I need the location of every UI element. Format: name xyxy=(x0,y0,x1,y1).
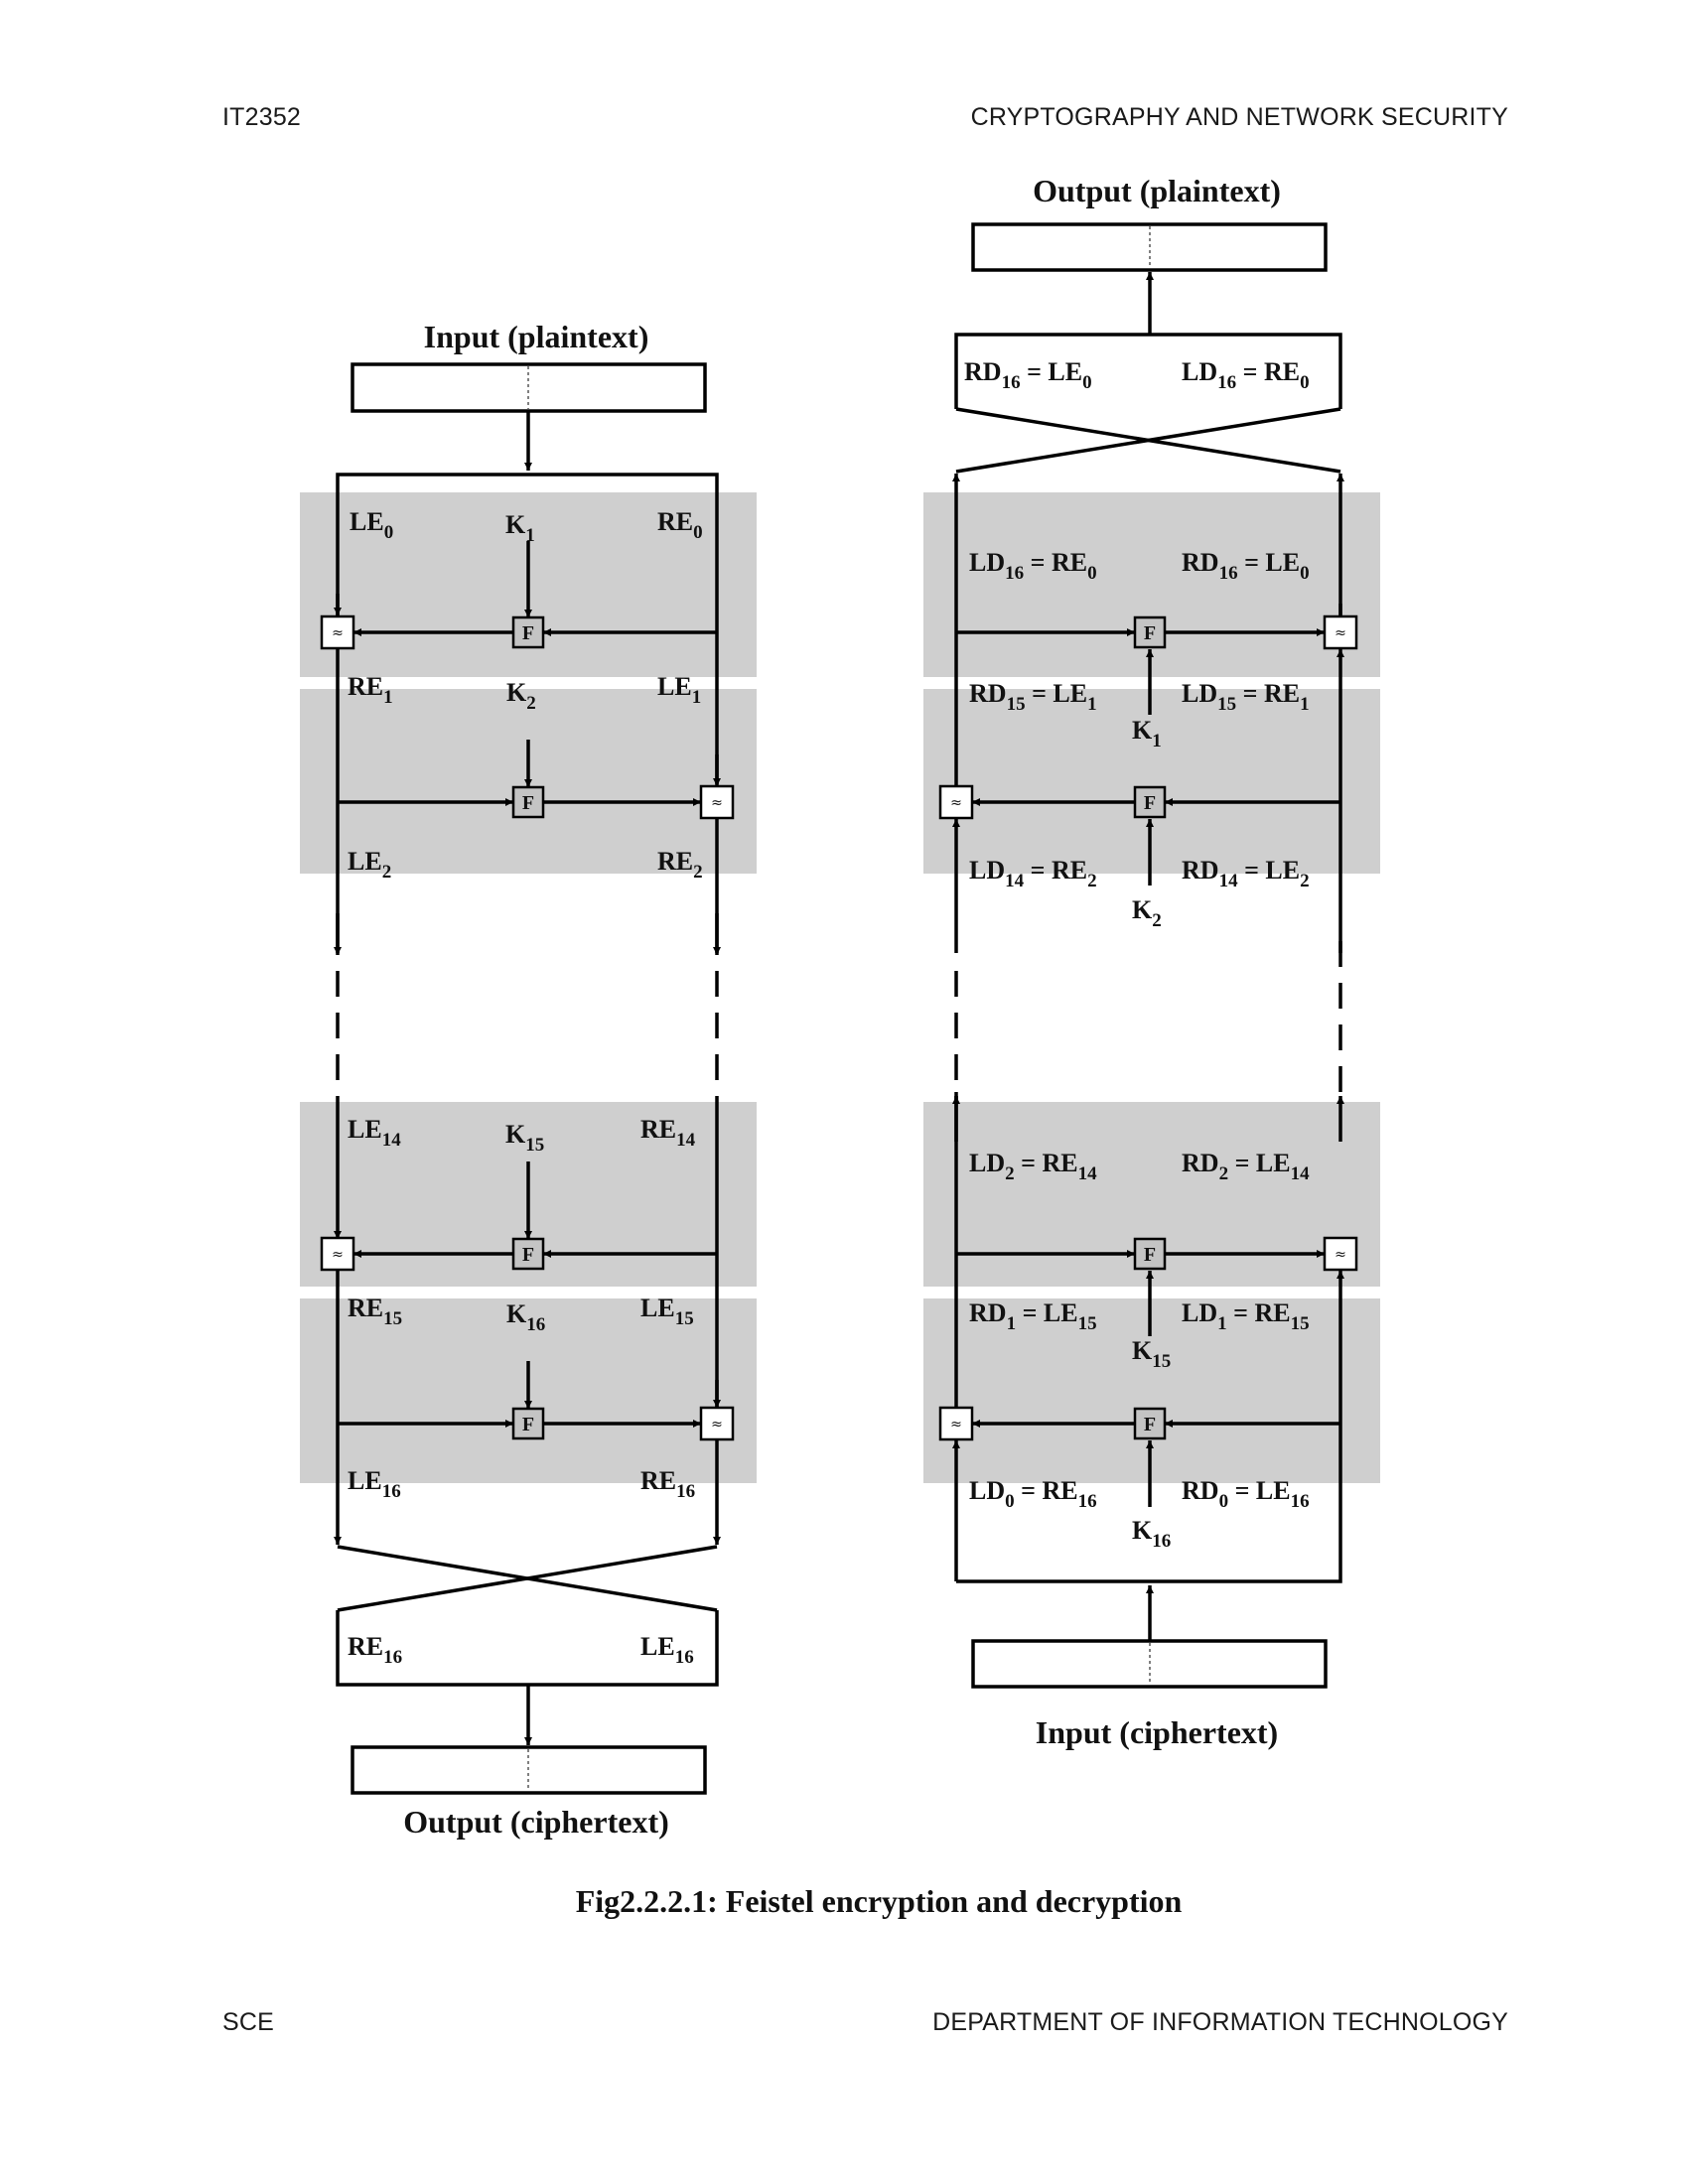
dec-round-band xyxy=(923,1298,1380,1483)
f-function-box: F xyxy=(1133,1237,1167,1271)
f-label: F xyxy=(1144,622,1156,644)
round-bands xyxy=(300,492,1380,1483)
f-function-box: F xyxy=(511,1237,545,1271)
round-label: RE16 xyxy=(348,1632,402,1668)
f-function-box: F xyxy=(511,615,545,649)
round-label: K1 xyxy=(1132,716,1162,751)
encryption-flow xyxy=(334,362,721,1795)
round-label: LD16 = RE0 xyxy=(1182,357,1310,393)
decryption-flow xyxy=(952,222,1344,1689)
xor-symbol: ≈ xyxy=(1335,1247,1346,1263)
round-label: K1 xyxy=(505,510,535,546)
f-label: F xyxy=(522,792,534,814)
f-function-box: F xyxy=(511,785,545,819)
round-label: LD2 = RE14 xyxy=(969,1149,1097,1184)
header-course-code: IT2352 xyxy=(222,103,302,131)
round-label: RD0 = LE16 xyxy=(1182,1476,1310,1512)
round-label: RD14 = LE2 xyxy=(1182,856,1310,891)
header-course-title: CRYPTOGRAPHY AND NETWORK SECURITY xyxy=(970,103,1508,131)
xor-symbol: ≈ xyxy=(332,1247,344,1263)
f-function-box: F xyxy=(1133,785,1167,819)
xor-symbol: ≈ xyxy=(950,795,962,811)
round-label: RD15 = LE1 xyxy=(969,679,1097,715)
round-label: RE16 xyxy=(640,1466,695,1502)
round-label: LE15 xyxy=(640,1294,694,1329)
round-label: RE2 xyxy=(657,847,703,883)
round-label: LE16 xyxy=(640,1632,694,1668)
f-function-box: F xyxy=(1133,615,1167,649)
round-label: LE14 xyxy=(348,1115,401,1151)
round-label: K2 xyxy=(1132,895,1162,931)
xor-box: ≈ xyxy=(699,1406,735,1441)
encryption-boxes: F F F F ≈ ≈ ≈ ≈ xyxy=(320,614,735,1441)
xor-symbol: ≈ xyxy=(332,625,344,641)
dec-round-band xyxy=(923,689,1380,874)
round-label: LE0 xyxy=(350,507,393,543)
round-label: LE1 xyxy=(657,672,701,708)
round-label: LD0 = RE16 xyxy=(969,1476,1097,1512)
xor-symbol: ≈ xyxy=(950,1417,962,1433)
f-label: F xyxy=(522,1414,534,1435)
round-label: LD15 = RE1 xyxy=(1182,679,1310,715)
round-label: RD1 = LE15 xyxy=(969,1298,1097,1334)
f-label: F xyxy=(1144,1244,1156,1266)
decryption-boxes: F F F F ≈ ≈ ≈ ≈ xyxy=(938,614,1358,1441)
f-label: F xyxy=(522,622,534,644)
dec-round-band xyxy=(923,492,1380,677)
xor-box: ≈ xyxy=(320,614,355,650)
round-label: RD16 = LE0 xyxy=(1182,548,1310,584)
xor-box: ≈ xyxy=(1323,614,1358,650)
f-label: F xyxy=(522,1244,534,1266)
round-label: LE16 xyxy=(348,1466,401,1502)
round-label: LD1 = RE15 xyxy=(1182,1298,1310,1334)
round-label: RD16 = LE0 xyxy=(964,357,1092,393)
enc-input-label: Input (plaintext) xyxy=(424,319,649,354)
round-label: RE0 xyxy=(657,507,703,543)
xor-symbol: ≈ xyxy=(1335,625,1346,641)
round-label: LE2 xyxy=(348,847,391,883)
round-label: K15 xyxy=(1132,1336,1171,1372)
dec-output-label: Output (plaintext) xyxy=(1033,173,1281,208)
round-label: K2 xyxy=(506,678,536,714)
xor-box: ≈ xyxy=(938,1406,974,1441)
footer-left: SCE xyxy=(222,2008,275,2036)
f-label: F xyxy=(1144,1414,1156,1435)
xor-box: ≈ xyxy=(938,784,974,820)
round-label: K16 xyxy=(1132,1516,1171,1552)
round-label: K15 xyxy=(505,1120,544,1156)
round-label: RE15 xyxy=(348,1294,402,1329)
enc-output-label: Output (ciphertext) xyxy=(403,1804,669,1840)
round-label: RE1 xyxy=(348,672,393,708)
f-function-box: F xyxy=(1133,1407,1167,1440)
xor-symbol: ≈ xyxy=(711,1417,723,1433)
round-label: LD16 = RE0 xyxy=(969,548,1097,584)
xor-box: ≈ xyxy=(320,1236,355,1272)
footer-right: DEPARTMENT OF INFORMATION TECHNOLOGY xyxy=(932,2008,1508,2036)
xor-box: ≈ xyxy=(699,784,735,820)
f-function-box: F xyxy=(511,1407,545,1440)
round-label: RE14 xyxy=(640,1115,696,1151)
dec-input-label: Input (ciphertext) xyxy=(1036,1714,1278,1750)
round-label: LD14 = RE2 xyxy=(969,856,1097,891)
f-label: F xyxy=(1144,792,1156,814)
round-label: K16 xyxy=(506,1299,545,1335)
figure-caption: Fig2.2.2.1: Feistel encryption and decry… xyxy=(576,1883,1183,1919)
xor-box: ≈ xyxy=(1323,1236,1358,1272)
round-label: RD2 = LE14 xyxy=(1182,1149,1310,1184)
xor-symbol: ≈ xyxy=(711,795,723,811)
